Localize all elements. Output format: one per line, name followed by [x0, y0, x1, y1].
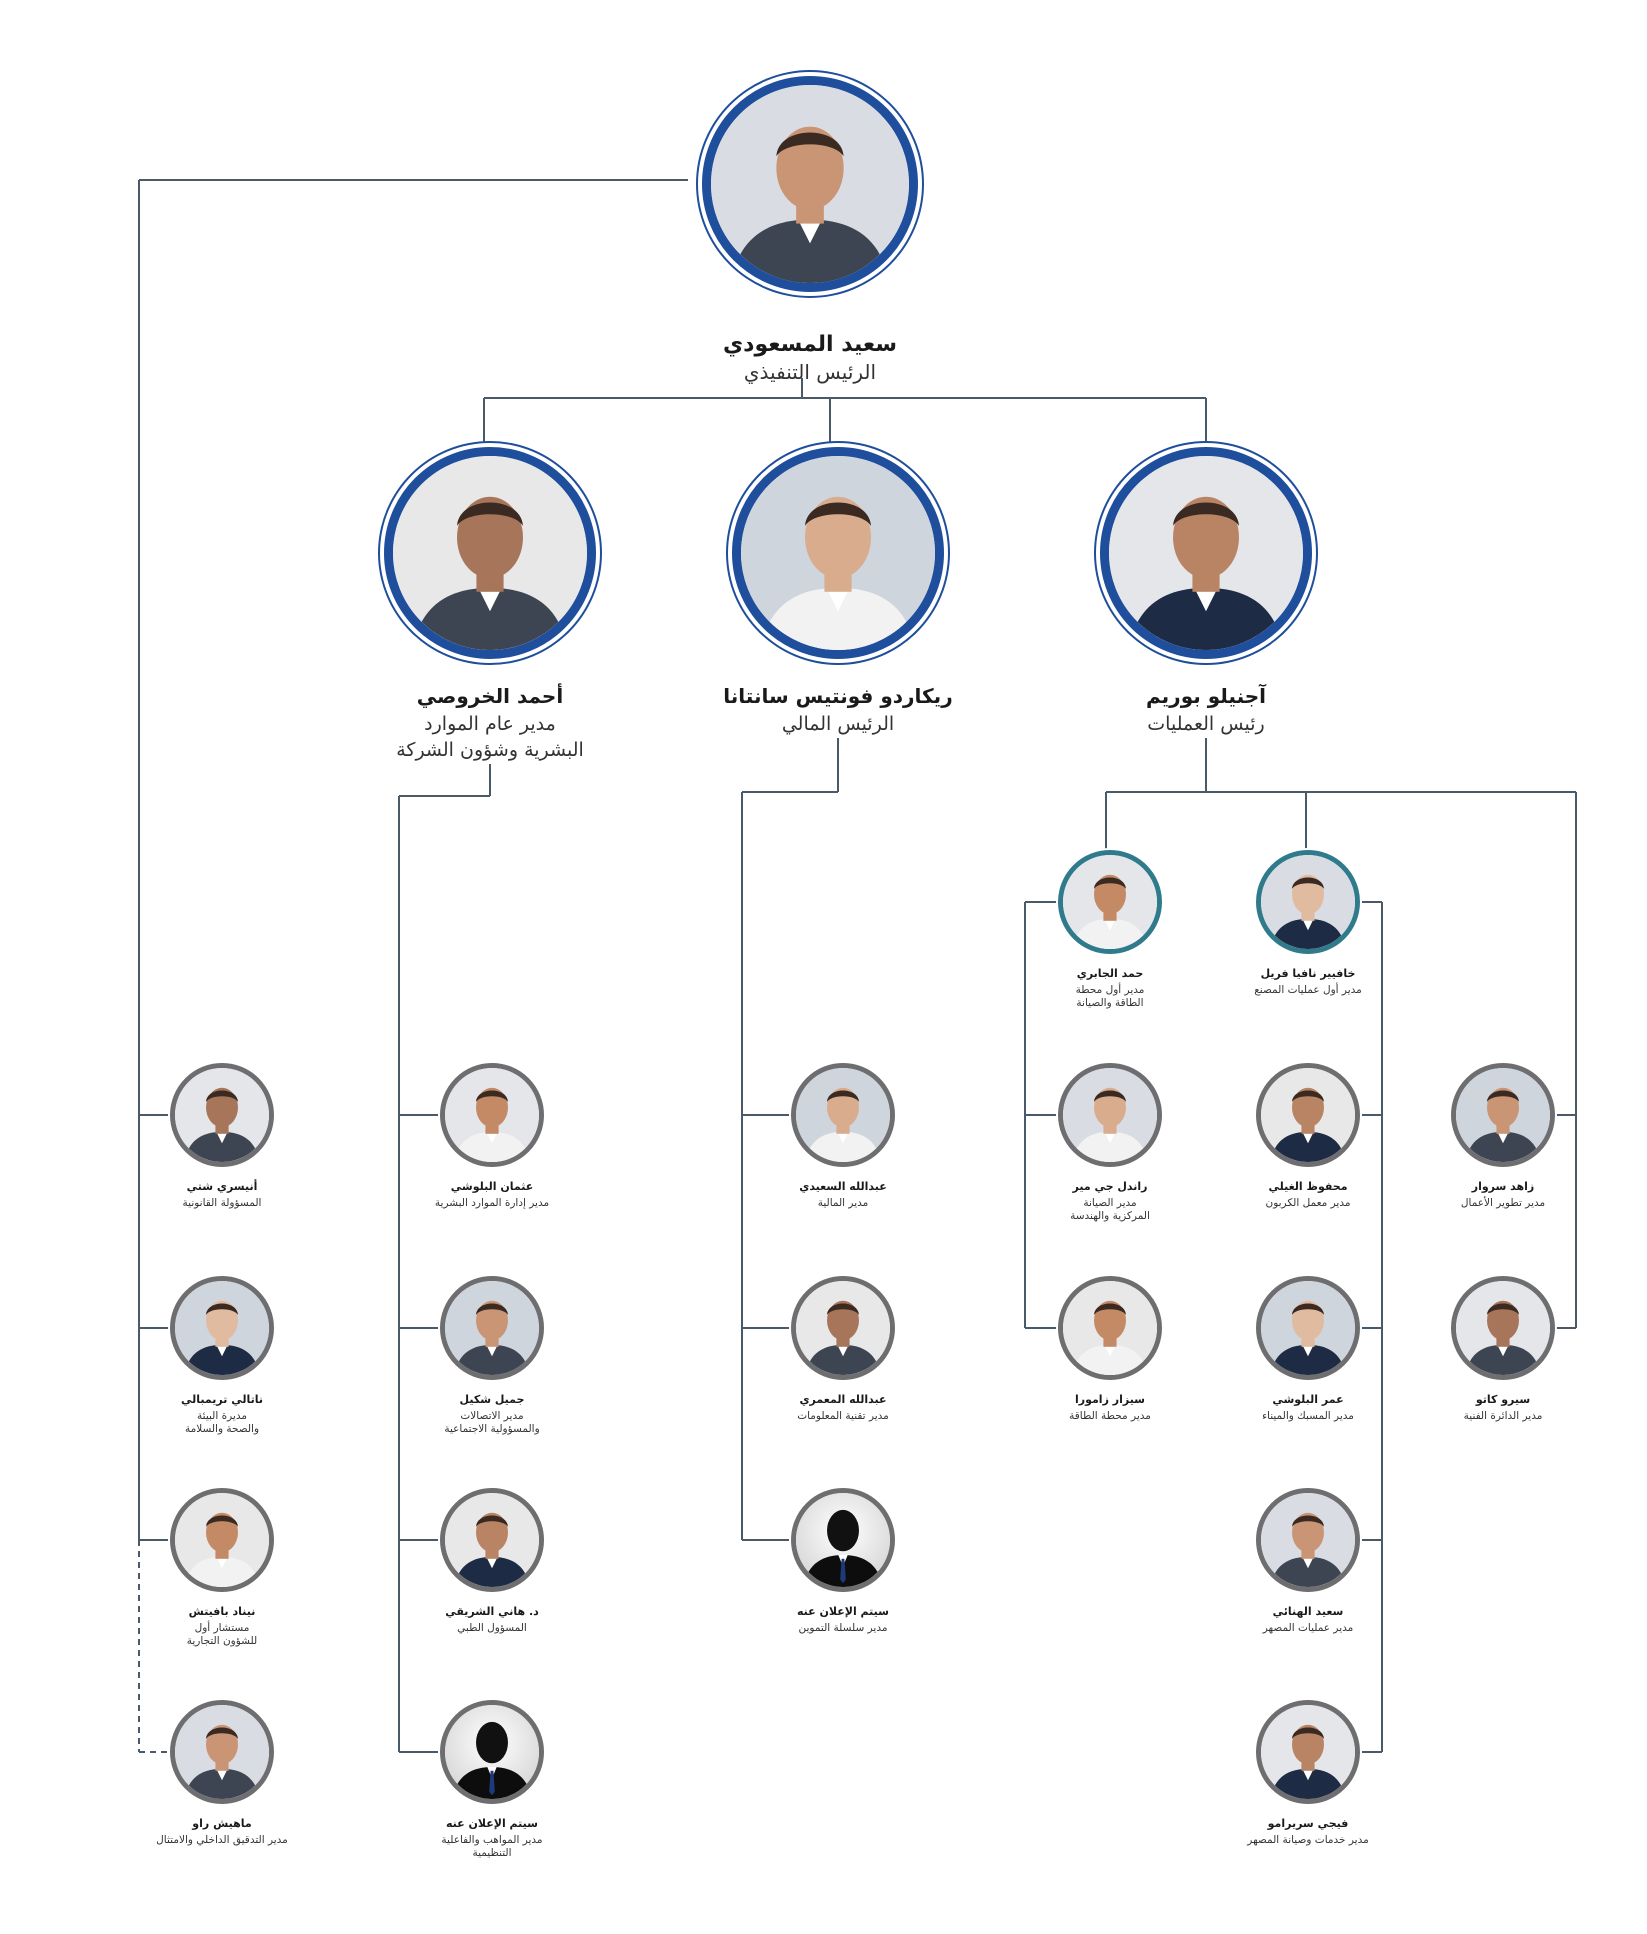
person-photo [1058, 850, 1162, 954]
person-title: مدير محطة الطاقة [1069, 1410, 1151, 1422]
person-title: مدير سلسلة التموين [798, 1622, 888, 1634]
coo-name: آجنيلو بوريم [1145, 684, 1267, 708]
person-name: أنيسري شتي [186, 1180, 258, 1193]
person-name: عمر البلوشي [1272, 1393, 1344, 1406]
person-name: عبدالله المعمري [799, 1393, 887, 1406]
person-photo [1451, 1063, 1555, 1167]
person-title: مدير التدقيق الداخلي والامتثال [156, 1834, 288, 1846]
ceo-name: سعيد المسعودي [722, 332, 897, 357]
person-name: سيتم الإعلان عنه [446, 1817, 538, 1830]
person-name: فيجي سريرامو [1267, 1817, 1349, 1830]
person-name: حمد الجابري [1076, 967, 1144, 980]
person-title: مدير تقنية المعلومات [797, 1410, 889, 1422]
person-title: مدير خدمات وصيانة المصهر [1247, 1834, 1369, 1846]
person-title: مدير المسبك والميناء [1262, 1410, 1354, 1422]
person-photo [170, 1488, 274, 1592]
coo-photo [1100, 447, 1312, 659]
person-name: عثمان البلوشي [450, 1180, 534, 1193]
person-name: محفوظ الغيلي [1268, 1180, 1348, 1193]
person-title: مدير تطوير الأعمال [1460, 1197, 1546, 1209]
person-photo [1256, 1488, 1360, 1592]
person-name: جميل شكيل [459, 1393, 525, 1406]
person-name: خافيير نافيا فريل [1260, 967, 1356, 980]
person-photo [170, 1276, 274, 1380]
person-photo [1256, 1063, 1360, 1167]
person-photo [1451, 1276, 1555, 1380]
person-photo [1256, 1276, 1360, 1380]
person-title: مدير معمل الكربون [1265, 1197, 1351, 1209]
person-name: ناتالي تريمبالي [181, 1393, 263, 1406]
person-title: مدير المالية [817, 1197, 869, 1209]
person-photo [1256, 850, 1360, 954]
person-photo [791, 1063, 895, 1167]
person-photo [791, 1276, 895, 1380]
ceo-photo [702, 76, 918, 292]
person-title: مدير الدائرة الفنية [1463, 1410, 1543, 1422]
person-name: سيرو كاتو [1475, 1393, 1531, 1406]
person-photo [1256, 1700, 1360, 1804]
person-photo [1058, 1063, 1162, 1167]
person-name: سعيد الهنائي [1272, 1605, 1344, 1618]
cfo-title: الرئيس المالي [781, 713, 895, 735]
coo-title: رئيس العمليات [1147, 713, 1265, 735]
person-photo [440, 1063, 544, 1167]
person-name: نيناد بافيتش [188, 1605, 256, 1618]
person-photo [1058, 1276, 1162, 1380]
person-name: عبدالله السعيدي [799, 1180, 887, 1193]
ceo-title: الرئيس التنفيذي [743, 360, 877, 384]
cfo-photo [732, 447, 944, 659]
hr-gm-photo [384, 447, 596, 659]
person-name: ماهيش راو [192, 1817, 252, 1830]
person-photo [170, 1700, 274, 1804]
person-name: سيزار زامورا [1075, 1393, 1145, 1406]
person-photo [440, 1488, 544, 1592]
person-title: المسؤول الطبي [457, 1622, 527, 1634]
person-name: د. هاني الشريقي [445, 1605, 539, 1618]
person-title: المسؤولة القانونية [182, 1197, 262, 1209]
person-title: مدير عمليات المصهر [1262, 1622, 1354, 1634]
person-silhouette-icon [791, 1488, 895, 1592]
person-title: مدير أول عمليات المصنع [1254, 984, 1362, 996]
person-title: مدير إدارة الموارد البشرية [434, 1197, 550, 1209]
person-name: زاهد سروار [1471, 1180, 1535, 1193]
person-name: راندل جي مير [1072, 1180, 1148, 1193]
hr-gm-name: أحمد الخروصي [416, 684, 564, 708]
person-photo [440, 1276, 544, 1380]
person-photo [170, 1063, 274, 1167]
person-name: سيتم الإعلان عنه [797, 1605, 889, 1618]
person-silhouette-icon [440, 1700, 544, 1804]
cfo-name: ريكاردو فونتيس سانتانا [723, 684, 953, 708]
